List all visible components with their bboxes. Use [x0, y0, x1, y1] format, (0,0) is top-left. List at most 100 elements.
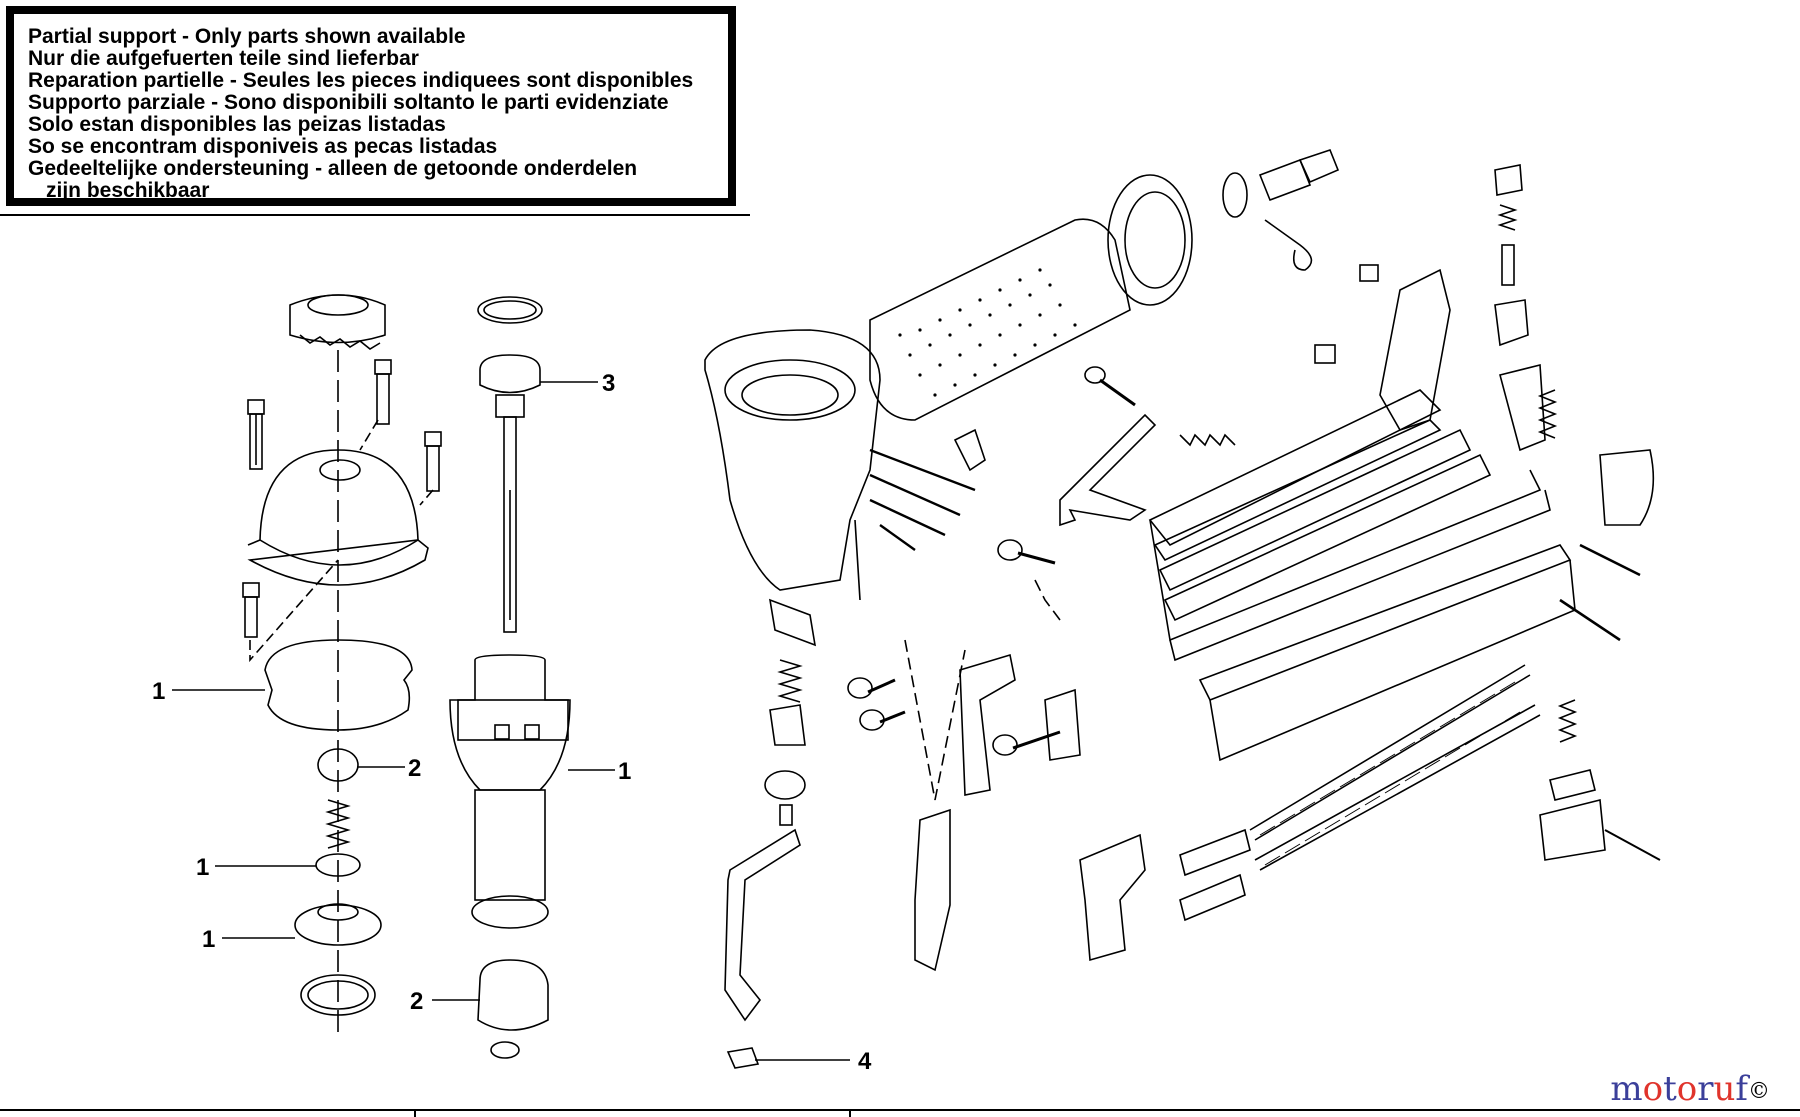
notice-line-fr: Reparation partielle - Seules les pieces…: [28, 69, 694, 92]
release-spring: [1537, 389, 1558, 439]
top-o-ring: [477, 296, 543, 324]
callout-number: 3: [602, 370, 615, 397]
top-o-ring-inner: [483, 300, 537, 320]
pin: [869, 448, 976, 492]
magazine-frame: [1149, 469, 1542, 642]
valve-seat: [294, 904, 382, 946]
trigger: [769, 704, 806, 746]
magazine-rail: [1153, 419, 1442, 562]
driver-guide: [914, 808, 951, 972]
cap-screw: [374, 359, 392, 425]
notice-line-de: Nur die aufgefuerten teile sind lieferba…: [28, 47, 419, 70]
lower-magazine: [1198, 544, 1572, 702]
nose-screw: [859, 709, 906, 731]
cylinder-port: [494, 724, 510, 740]
notice-line-pt: So se encontram disponiveis as pecas lis…: [28, 135, 498, 158]
safety-spring: [1557, 699, 1578, 743]
nose-screw: [992, 730, 1061, 756]
notice-line-nl-cont: zijn beschikbaar: [46, 179, 210, 202]
magazine-pin: [1579, 543, 1641, 577]
pin-bracket: [953, 428, 986, 472]
screw-leader: [249, 559, 339, 663]
deflector-port: [307, 294, 369, 316]
magazine-rail: [1163, 453, 1492, 622]
trigger-spring: [777, 659, 803, 703]
trigger-stem: [779, 804, 793, 826]
valve-spring: [325, 799, 351, 849]
watermark-letter: u: [1713, 1069, 1736, 1109]
callout-1-o-ring: 1: [196, 854, 316, 881]
callout-number: 4: [858, 1048, 872, 1075]
cylinder-port: [524, 724, 540, 740]
screw-leader: [419, 489, 434, 506]
callout-number: 1: [152, 678, 165, 705]
bracket-nut: [1314, 344, 1336, 364]
callout-number: 1: [202, 926, 215, 953]
bracket-nut: [1359, 264, 1379, 282]
valve-seat-top: [317, 903, 359, 921]
spring-end: [1179, 873, 1246, 922]
cylinder-body: [474, 789, 546, 901]
pin: [869, 498, 946, 537]
piston: [479, 354, 541, 394]
latch-spring: [1179, 433, 1236, 447]
safety-bracket: [1539, 798, 1606, 861]
callout-2-bumper-head: 2: [410, 988, 480, 1015]
latch-arm: [1059, 413, 1157, 527]
cap-screw: [247, 399, 265, 470]
cap-assembly: [242, 294, 442, 1040]
magazine-rail: [1148, 389, 1442, 547]
magazine-pin: [1559, 598, 1621, 642]
cylinder-ring: [457, 699, 569, 741]
cylinder-o-ring: [471, 895, 549, 929]
cylinder-cap: [259, 449, 419, 566]
cap-boss: [319, 459, 361, 481]
bottom-o-ring: [300, 974, 376, 1016]
pin: [869, 473, 961, 517]
contact-arm: [959, 653, 1016, 796]
watermark-text: motoruf: [1610, 1069, 1748, 1109]
trigger-bracket: [768, 598, 817, 647]
trigger-gear: [764, 770, 806, 800]
feed-spring-outline: [1249, 664, 1531, 841]
grip-texture: [898, 268, 1077, 397]
valve-stem: [1501, 244, 1515, 286]
housing-bore-inner: [741, 374, 839, 416]
cylinder-sleeve: [449, 654, 571, 791]
screw-leader: [359, 419, 379, 451]
callout-3: 3: [540, 370, 615, 397]
valve-spring-small: [1497, 204, 1518, 231]
watermark-letter: m: [1610, 1069, 1643, 1109]
leader-dashed: [904, 639, 966, 801]
cap-screw: [424, 431, 442, 492]
housing-edge: [854, 519, 861, 601]
bottom-o-ring-inner: [307, 980, 369, 1010]
nose-screw: [997, 539, 1056, 565]
watermark-letter: o: [1676, 1069, 1698, 1109]
magazine-base: [1169, 489, 1551, 662]
callout-1-valve-seat: 1: [202, 926, 295, 953]
notice-line-it: Supporto parziale - Sono disponibili sol…: [28, 91, 669, 114]
bumper-head: [477, 959, 549, 1031]
leader-dashed: [1034, 579, 1061, 621]
cap-screw: [242, 582, 260, 638]
callout-number: 1: [618, 758, 631, 785]
safety-clip: [1549, 769, 1596, 801]
watermark-letter: o: [1642, 1069, 1664, 1109]
partial-support-notice: Partial support - Only parts shown avail…: [6, 6, 736, 206]
feed-spring-coils: [1259, 681, 1521, 866]
valve-body: [1494, 299, 1529, 347]
o-ring: [315, 853, 361, 877]
notice-line-nl: Gedeeltelijke ondersteuning - alleen de …: [28, 157, 638, 180]
exhaust-deflector: [289, 294, 386, 344]
housing-screw: [1084, 366, 1136, 407]
callout-2-bumper: 2: [358, 755, 421, 782]
callout-4: 4: [755, 1048, 872, 1075]
callout-1-gasket: 1: [152, 678, 265, 705]
nose-guide: [1044, 688, 1081, 761]
spring-end: [1179, 828, 1251, 877]
magazine-bracket: [1379, 268, 1451, 431]
copyright-symbol: ©: [1748, 1078, 1770, 1104]
piston-hub: [495, 394, 525, 418]
cap-gasket: [264, 639, 413, 731]
